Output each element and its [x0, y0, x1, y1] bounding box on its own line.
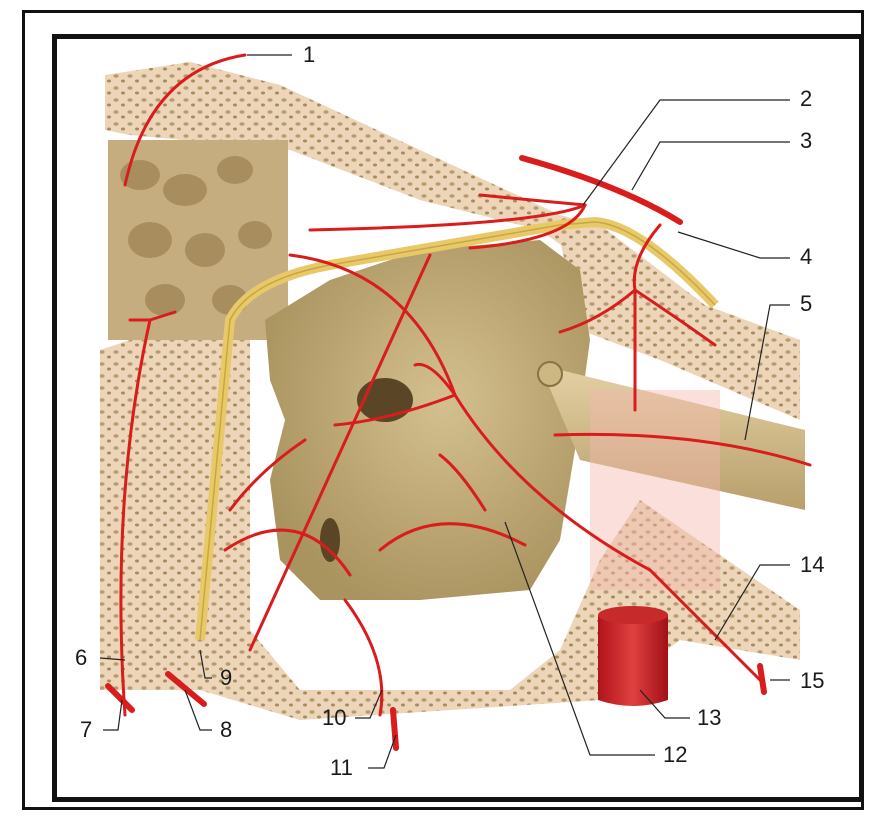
tube-highlight — [590, 390, 720, 590]
label-7: 7 — [80, 717, 92, 742]
label-11: 11 — [330, 755, 353, 780]
internal-carotid-artery — [598, 615, 668, 706]
label-1: 1 — [303, 42, 315, 67]
label-9: 9 — [220, 665, 232, 690]
label-2: 2 — [800, 86, 812, 111]
label-5: 5 — [800, 291, 812, 316]
label-15: 15 — [800, 668, 824, 693]
label-14: 14 — [800, 552, 824, 577]
label-12: 12 — [663, 742, 687, 767]
mastoid-air-cells — [108, 140, 288, 340]
label-10: 10 — [322, 705, 346, 730]
label-3: 3 — [800, 128, 812, 153]
round-window — [320, 518, 340, 562]
tympanic-cavity — [265, 240, 590, 600]
label-8: 8 — [220, 717, 232, 742]
label-13: 13 — [697, 705, 721, 730]
label-6: 6 — [75, 645, 87, 670]
label-4: 4 — [800, 244, 812, 269]
tensor-tympani-canal — [538, 362, 562, 386]
